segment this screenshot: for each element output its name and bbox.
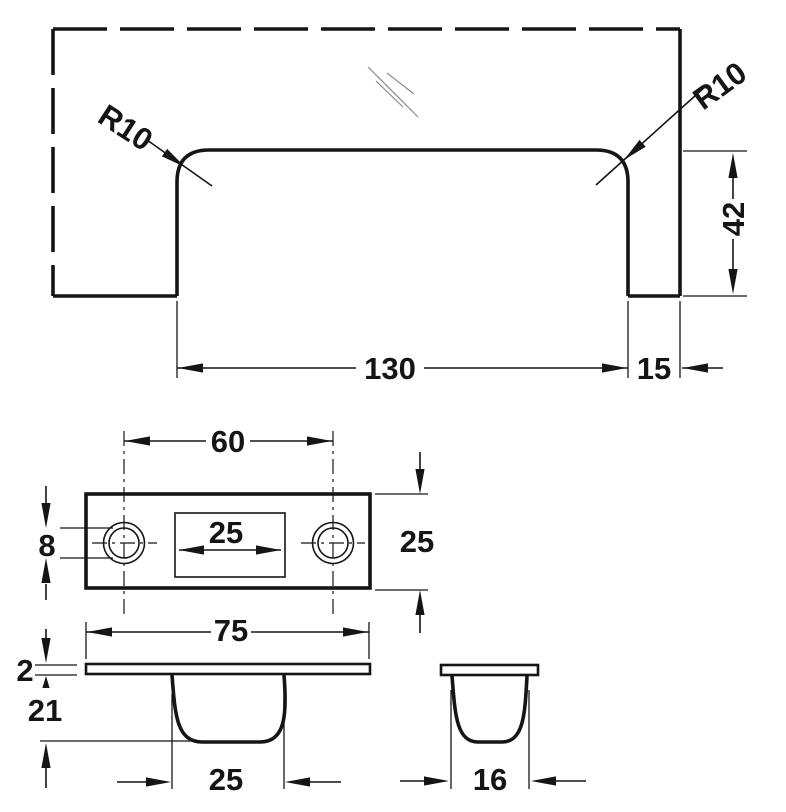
- dim-arrow-icon: [602, 363, 627, 373]
- dim-end-recess-width: 16: [473, 762, 507, 797]
- dim-slot-width: 25: [209, 515, 243, 550]
- plate-bar: [84, 662, 372, 676]
- dim-grip-height: 42: [716, 202, 751, 236]
- dimension-42: 42: [683, 150, 751, 297]
- dimension-16: 16: [400, 690, 586, 797]
- dim-grip-width: 130: [364, 351, 416, 386]
- dim-arrow-icon: [728, 269, 738, 294]
- dimension-2: 2: [16, 629, 77, 688]
- dim-edge-offset: 15: [637, 351, 671, 386]
- dimension-recess-25: 25: [117, 694, 341, 797]
- dim-arrow-icon: [343, 627, 368, 637]
- dim-arrow-icon: [415, 590, 425, 615]
- side-view: 75 2 21 25: [16, 613, 372, 797]
- radius-callout-right: R10: [595, 55, 754, 186]
- dim-arrow-icon: [41, 503, 51, 528]
- dimension-75: 75: [85, 613, 370, 659]
- dim-arrow-icon: [87, 627, 112, 637]
- mounting-plate-outline: [84, 492, 372, 590]
- dim-arrow-icon: [179, 545, 204, 555]
- dim-arrow-icon: [256, 545, 281, 555]
- dim-arrow-icon: [424, 776, 449, 786]
- recess-cup: [170, 674, 287, 744]
- end-view: 16: [400, 663, 586, 797]
- dim-arrow-icon: [125, 436, 150, 446]
- dim-arrow-icon: [728, 153, 738, 178]
- slot-outline: [174, 512, 286, 578]
- dimension-21: 21: [28, 693, 200, 788]
- dim-hole-spacing: 60: [211, 424, 245, 459]
- dim-arrow-icon: [41, 638, 51, 663]
- flange-bar: [439, 663, 540, 677]
- radius-label-left: R10: [92, 98, 159, 158]
- dim-arrow-icon: [146, 777, 171, 787]
- dim-arrow-icon: [285, 777, 310, 787]
- dim-arrow-icon: [307, 436, 332, 446]
- dimension-slot-25: 25: [179, 515, 281, 555]
- handle-profile: [175, 148, 630, 296]
- glass-hatch-marks: [367, 66, 419, 118]
- front-view: R10 R10 130 15: [51, 27, 754, 386]
- dim-arrow-icon: [41, 743, 51, 768]
- dimension-130-15: 130 15: [176, 301, 723, 386]
- dim-arrow-icon: [683, 363, 708, 373]
- dim-plate-depth: 25: [400, 524, 434, 559]
- recess-cup-end: [450, 675, 529, 744]
- plate-view: 60 25 8 25: [38, 424, 434, 633]
- dim-recess-depth: 21: [28, 693, 62, 728]
- dim-arrow-icon: [178, 363, 203, 373]
- dimension-8: 8: [38, 486, 113, 600]
- radius-callout-left: R10: [92, 98, 213, 187]
- dim-arrow-icon: [415, 469, 425, 494]
- dim-arrow-icon: [42, 676, 50, 688]
- radius-label-right: R10: [687, 55, 754, 117]
- dim-hole-diameter: 8: [38, 528, 55, 563]
- dim-recess-width: 25: [209, 762, 243, 797]
- dimension-plate-25: 25: [375, 452, 434, 633]
- dim-arrow-icon: [531, 776, 556, 786]
- dim-plate-length: 75: [214, 613, 248, 648]
- dimension-60: 60: [124, 424, 333, 459]
- dim-plate-thickness: 2: [16, 653, 33, 688]
